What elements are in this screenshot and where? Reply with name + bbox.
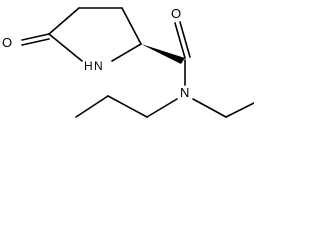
ring-bond-n1-c5 bbox=[48, 33, 83, 62]
ring-nitrogen-h-label: H bbox=[84, 59, 93, 73]
right-propyl-bond-1 bbox=[192, 98, 227, 118]
ring-carbonyl-bond-b bbox=[21, 38, 50, 46]
ring-carbonyl-bond-a bbox=[21, 33, 50, 41]
chemical-structure-diagram: O H N O N bbox=[2, 6, 254, 118]
left-propyl-bond-3 bbox=[75, 95, 109, 118]
stereo-wedge-bond bbox=[141, 44, 185, 64]
ring-bond-c5-c4 bbox=[48, 7, 80, 35]
left-propyl-bond-2 bbox=[107, 95, 148, 118]
ring-nitrogen-label: N bbox=[94, 59, 103, 73]
amide-carbonyl-bond-a bbox=[174, 22, 186, 59]
amide-oxygen-label: O bbox=[171, 6, 181, 21]
ring-bond-c2-n1 bbox=[111, 43, 142, 62]
ring-bond-c3-c2 bbox=[121, 7, 142, 45]
amide-nitrogen-label: N bbox=[180, 85, 189, 100]
amide-carbonyl-bond-b bbox=[179, 21, 191, 58]
right-propyl-bond-2 bbox=[225, 102, 254, 118]
left-propyl-bond-1 bbox=[146, 98, 178, 118]
structure-canvas: O H N O N bbox=[0, 0, 254, 136]
ring-oxygen-label: O bbox=[2, 35, 12, 50]
